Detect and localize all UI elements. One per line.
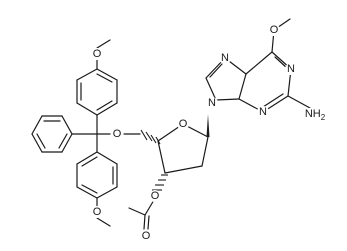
bond-acyl-c-carbonyl-double — [147, 215, 150, 230]
bond-c3-c2 — [164, 165, 203, 174]
svg-text:N: N — [259, 106, 267, 118]
atom-n-purine-7: N — [219, 52, 231, 64]
atom-o-ring: O — [177, 118, 189, 130]
atom-n-purine-9: N — [206, 97, 218, 109]
bond-c3-o3prime-hash — [152, 174, 168, 191]
bond-c2-n3-double — [262, 93, 284, 108]
bond-c2-nh2 — [287, 95, 311, 109]
bond-o3prime-acyl-c — [144, 199, 155, 216]
lower-anisyl-ring — [76, 151, 118, 199]
bond-c4-c5prime-hash — [140, 129, 161, 145]
svg-text:O: O — [93, 206, 102, 218]
bond-c8-n9 — [205, 77, 217, 101]
bond-c5-c6 — [245, 51, 273, 75]
atom-o-upper-methoxy: O — [91, 48, 103, 60]
svg-text:N: N — [208, 97, 216, 109]
phenyl-ring — [31, 115, 73, 153]
svg-text:NH2: NH2 — [305, 108, 326, 122]
bond-lower-o-methyl — [96, 217, 111, 227]
svg-text:O: O — [113, 128, 122, 140]
upper-anisyl-ring — [76, 68, 118, 116]
svg-text:N: N — [287, 63, 295, 75]
atom-n-purine-1: N — [285, 63, 297, 75]
bond-glycosidic-wedge — [206, 114, 210, 137]
bond-layer — [31, 18, 311, 230]
svg-text:O: O — [142, 230, 151, 242]
atom-o-carbonyl: O — [140, 230, 152, 242]
bond-n9-c4 — [215, 98, 240, 101]
bond-upper-o-methyl — [96, 39, 111, 49]
bond-c4-c3 — [157, 140, 166, 174]
atom-o-lower-methoxy: O — [91, 206, 103, 218]
atom-o-top-methoxy: O — [268, 24, 280, 36]
svg-text:O: O — [270, 24, 279, 36]
svg-text:O: O — [179, 118, 188, 130]
bond-c2-c1 — [201, 136, 209, 167]
bond-n7-c8-double — [209, 63, 223, 78]
svg-text:O: O — [151, 190, 160, 202]
atom-o-5prime: O — [111, 128, 123, 140]
svg-text:N: N — [221, 52, 229, 64]
atom-layer: O N N N N NH2 O O — [91, 24, 327, 242]
atom-nh2-amino: NH2 — [303, 108, 327, 122]
atom-n-purine-3: N — [257, 106, 269, 118]
svg-text:O: O — [93, 48, 102, 60]
bond-c4-c5 — [238, 73, 247, 100]
bond-acyl-c-carbonyl — [143, 214, 146, 230]
bond-acyl-c-methyl — [128, 207, 146, 216]
atom-o-3prime: O — [149, 190, 161, 202]
